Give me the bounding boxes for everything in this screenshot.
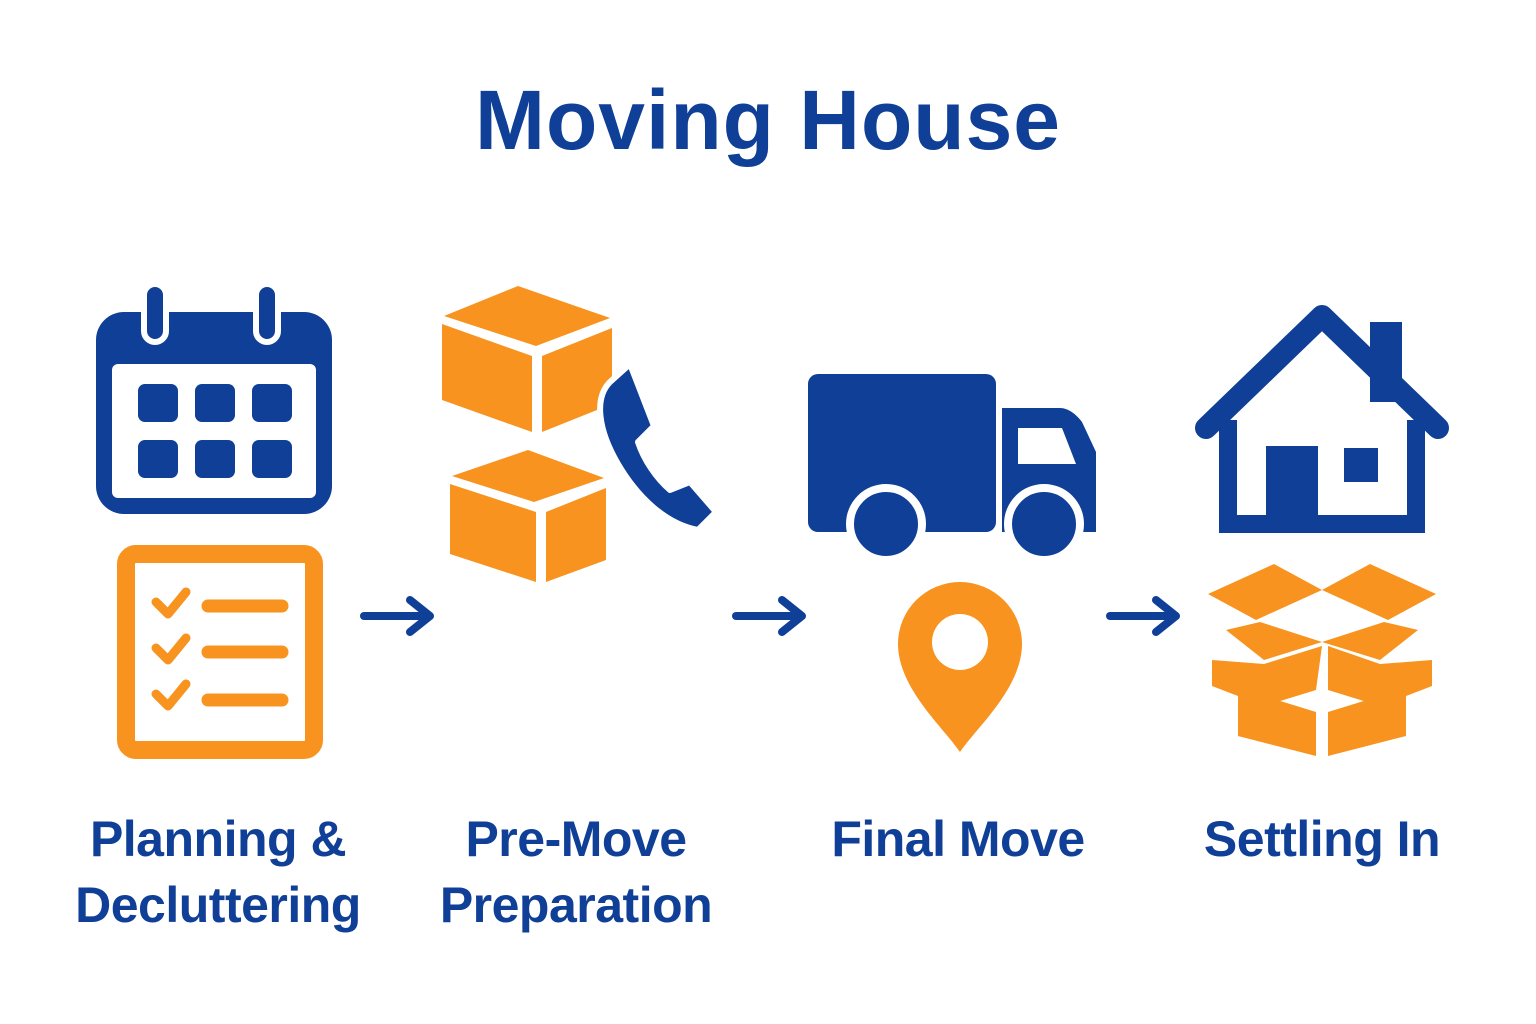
- step-2-label: Pre-Move Preparation: [400, 806, 752, 938]
- boxes-icon: [442, 286, 612, 582]
- house-icon: [1195, 305, 1449, 533]
- step-1-line1: Planning &: [89, 811, 347, 867]
- step-2-line2: Preparation: [439, 877, 713, 933]
- page-title: Moving House: [474, 73, 1061, 167]
- phone-icon: [597, 361, 719, 533]
- step-3-line1: Final Move: [831, 811, 1085, 867]
- open-box-icon: [1208, 564, 1436, 756]
- arrow-right-icon: [1106, 596, 1180, 636]
- checklist-icon: [117, 545, 323, 759]
- step-4-line1: Settling In: [1203, 811, 1441, 867]
- step-4-label: Settling In: [1160, 806, 1484, 872]
- calendar-icon: [96, 284, 332, 514]
- step-3-label: Final Move: [790, 806, 1126, 872]
- arrow-right-icon: [360, 596, 434, 636]
- step-1-line2: Decluttering: [75, 877, 361, 933]
- step-2-line1: Pre-Move: [465, 811, 687, 867]
- truck-icon: [808, 374, 1096, 562]
- step-1-label: Planning & Decluttering: [40, 806, 396, 938]
- location-pin-icon: [898, 582, 1022, 752]
- arrow-right-icon: [732, 596, 806, 636]
